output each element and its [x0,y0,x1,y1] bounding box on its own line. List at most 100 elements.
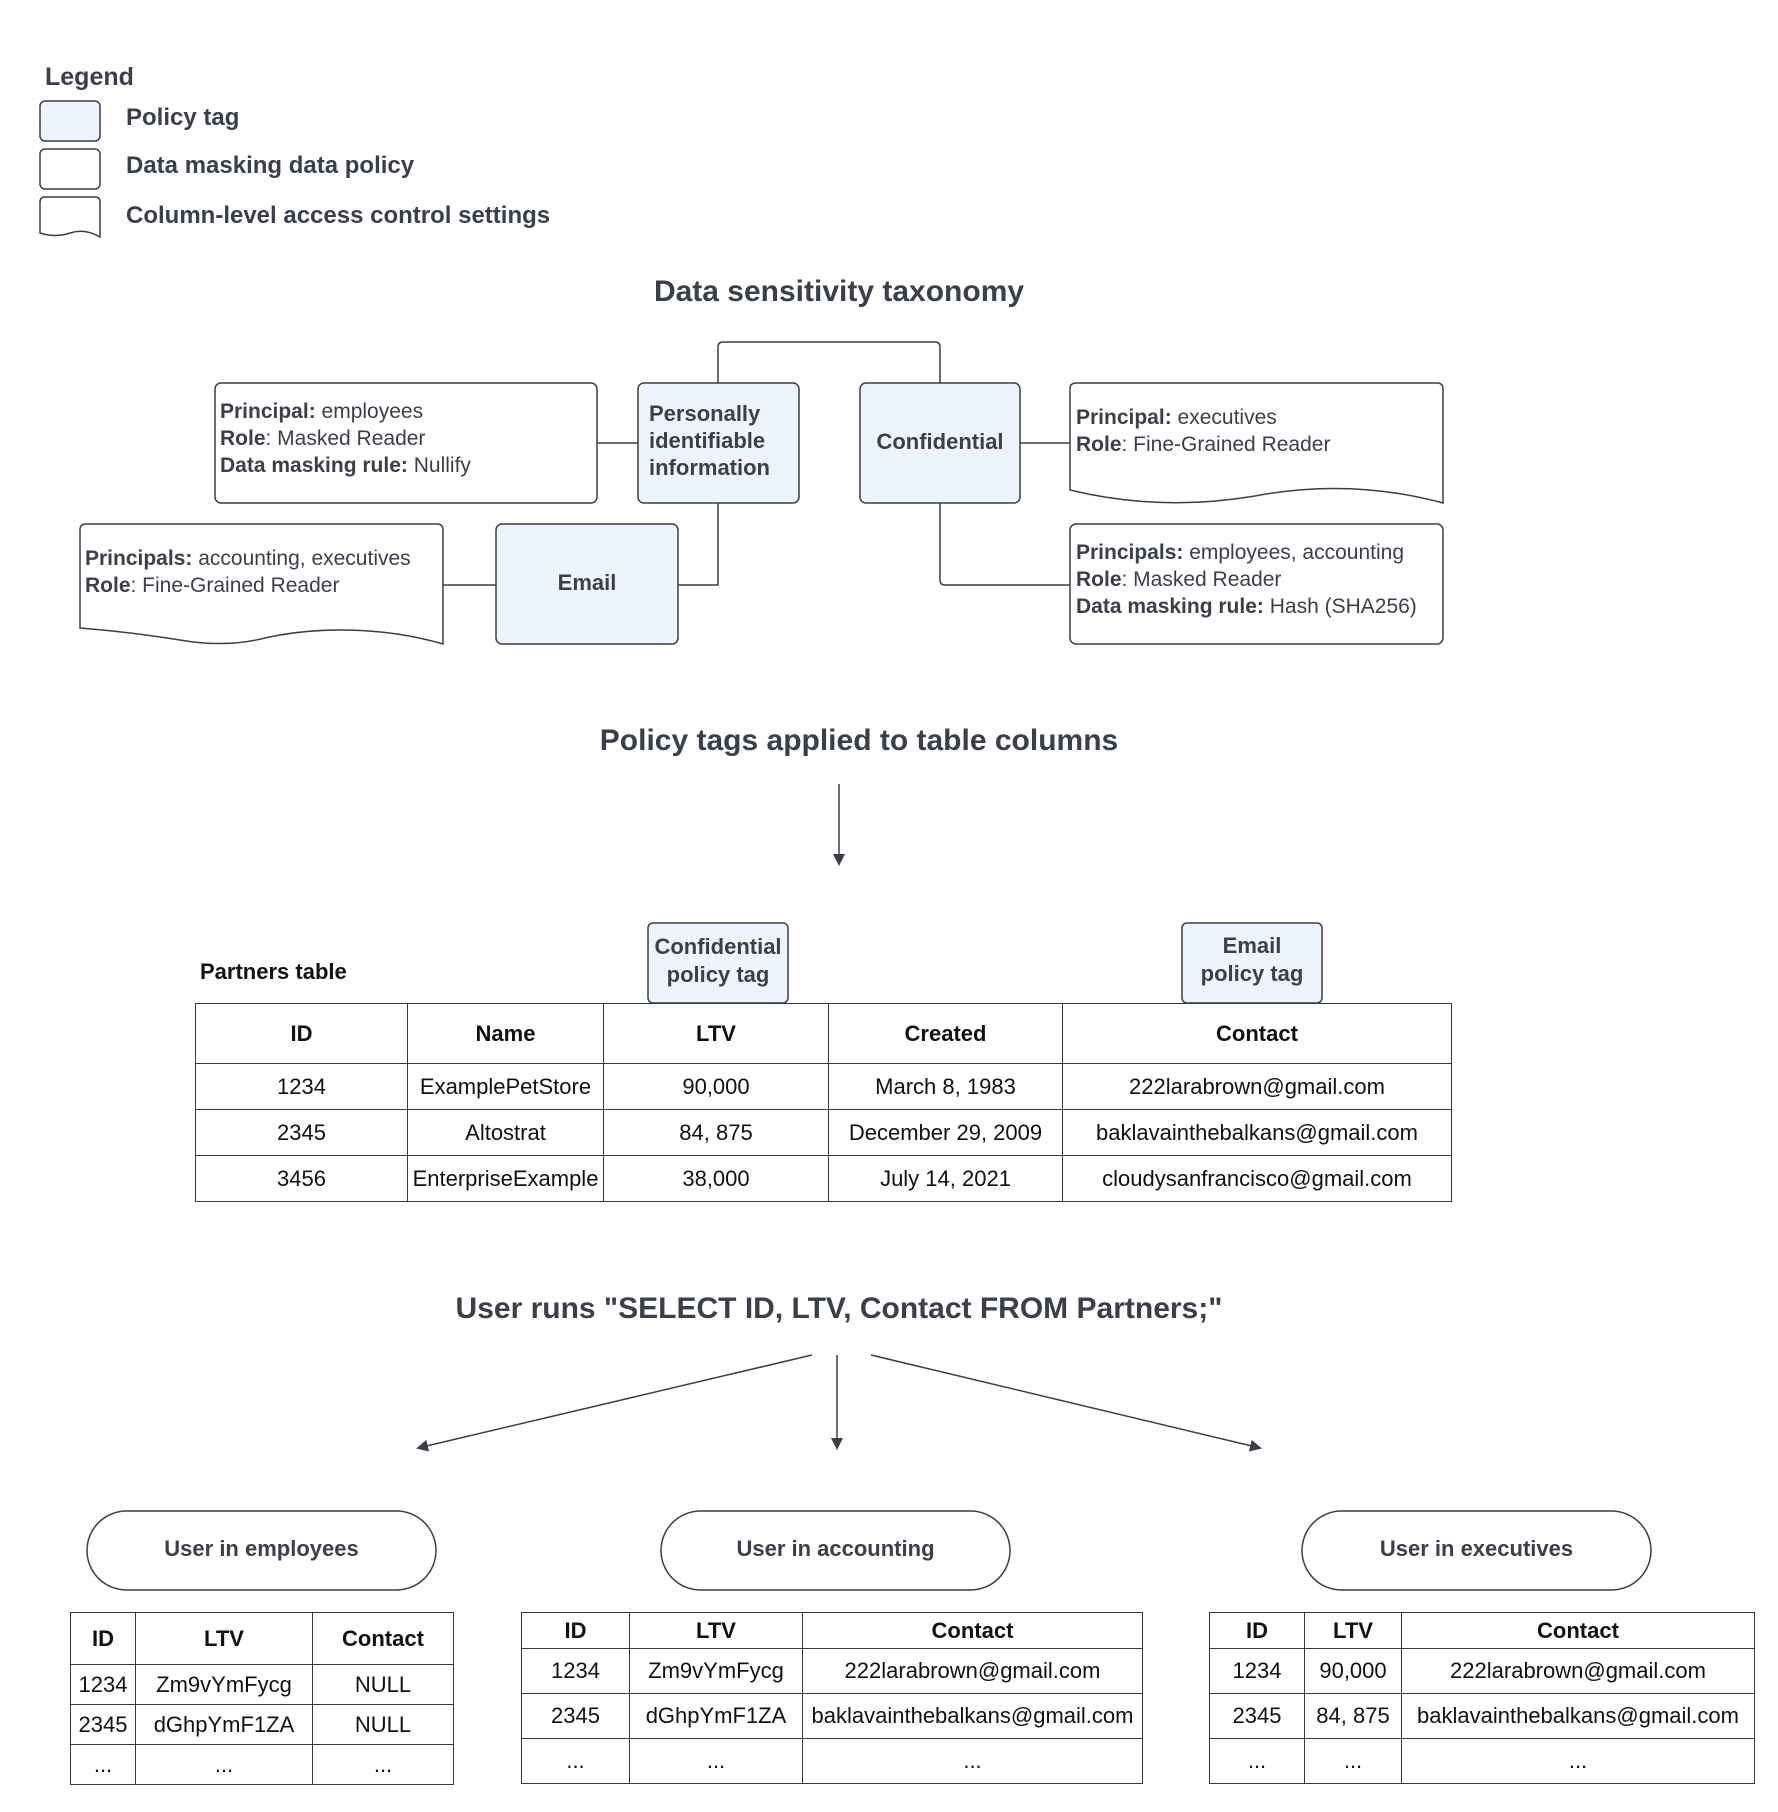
cell-contact: 222larabrown@gmail.com [1062,1063,1452,1110]
cell-contact: 222larabrown@gmail.com [802,1648,1143,1694]
accounting-user-shape [660,1510,1011,1591]
confidential-masking-policy-text: Principals: employees, accounting Role: … [1076,541,1417,618]
connector-confidential-policy [939,503,1070,586]
pii-policy-tag [637,382,800,504]
table-row: ... ... ... [1209,1738,1755,1784]
cell-contact: ... [312,1744,454,1785]
cell-id: 1234 [521,1648,630,1694]
table-row: 2345 Altostrat 84, 875 December 29, 2009… [195,1109,1452,1156]
partners-table-label: Partners table [200,959,347,984]
cell-id: 1234 [1209,1648,1305,1694]
header-contact: Contact [312,1612,454,1665]
executives-user-label: User in executives [1379,1536,1574,1561]
confidential-masking-policy [1069,523,1444,645]
connector-pii-confidential [717,341,941,383]
employees-user-label: User in employees [164,1536,359,1561]
cell-ltv: 90,000 [1304,1648,1402,1694]
table-row: 1234 Zm9vYmFycg 222larabrown@gmail.com [521,1648,1143,1694]
confidential-column-tag-label: Confidential policy tag [654,934,782,987]
cell-ltv: dGhpYmF1ZA [135,1704,313,1745]
partners-table: ID Name LTV Created Contact 1234 Example… [195,1003,1452,1202]
legend-data-masking-swatch [39,148,101,190]
cell-ltv: dGhpYmF1ZA [629,1693,803,1739]
cell-id: 2345 [521,1693,630,1739]
cell-id: 1234 [70,1664,136,1705]
confidential-access-settings [1069,382,1444,504]
cell-id: ... [1209,1738,1305,1784]
cell-ltv: ... [629,1738,803,1784]
cell-id: 2345 [70,1704,136,1745]
cell-id: 1234 [195,1063,408,1110]
result-header: ID LTV Contact [70,1612,454,1665]
legend-access-control-label: Column-level access control settings [126,202,551,229]
accounting-result-table: ID LTV Contact 1234 Zm9vYmFycg 222larabr… [521,1612,1143,1784]
pii-tag-label: Personally identifiable information [649,401,770,480]
connector-pii-email [678,503,719,586]
cell-ltv: 84, 875 [603,1109,829,1156]
cell-contact: ... [1401,1738,1755,1784]
legend-access-control-swatch [39,196,101,239]
arrow-to-employees [416,1354,813,1452]
taxonomy-title: Data sensitivity taxonomy [653,275,1025,308]
header-contact: Contact [1401,1612,1755,1649]
email-access-settings [79,523,444,645]
table-row: 2345 dGhpYmF1ZA NULL [70,1704,454,1745]
header-id: ID [1209,1612,1305,1649]
email-tag-label: Email [557,570,617,595]
header-ltv: LTV [629,1612,803,1649]
table-row: ... ... ... [70,1744,454,1785]
query-title: User runs "SELECT ID, LTV, Contact FROM … [455,1292,1223,1325]
legend-title: Legend [45,63,134,91]
cell-created: July 14, 2021 [828,1155,1063,1202]
legend-policy-tag-label: Policy tag [126,104,240,131]
pii-masking-policy-text: Principal: employees Role: Masked Reader… [220,400,471,477]
header-created: Created [828,1003,1063,1064]
partners-table-header: ID Name LTV Created Contact [195,1003,1452,1064]
email-access-text: Principals: accounting, executives Role:… [85,547,411,597]
cell-id: ... [70,1744,136,1785]
table-row: 1234 ExamplePetStore 90,000 March 8, 198… [195,1063,1452,1110]
cell-name: Altostrat [407,1109,604,1156]
header-contact: Contact [1062,1003,1452,1064]
header-id: ID [195,1003,408,1064]
header-ltv: LTV [1304,1612,1402,1649]
cell-created: December 29, 2009 [828,1109,1063,1156]
email-policy-tag [495,523,679,645]
cell-id: ... [521,1738,630,1784]
cell-ltv: 90,000 [603,1063,829,1110]
cell-ltv: 84, 875 [1304,1693,1402,1739]
result-header: ID LTV Contact [1209,1612,1755,1649]
cell-ltv: Zm9vYmFycg [629,1648,803,1694]
employees-user-shape [86,1510,437,1591]
arrow-to-executives [870,1354,1262,1452]
cell-contact: baklavainthebalkans@gmail.com [1062,1109,1452,1156]
cell-ltv: ... [135,1744,313,1785]
applied-title: Policy tags applied to table columns [599,724,1119,757]
confidential-access-text: Principal: executives Role: Fine-Grained… [1076,406,1331,456]
cell-name: EnterpriseExample [407,1155,604,1202]
employees-result-table: ID LTV Contact 1234 Zm9vYmFycg NULL 2345… [70,1612,454,1785]
table-row: 1234 Zm9vYmFycg NULL [70,1664,454,1705]
cell-created: March 8, 1983 [828,1063,1063,1110]
table-row: 3456 EnterpriseExample 38,000 July 14, 2… [195,1155,1452,1202]
executives-user-shape [1301,1510,1652,1591]
cell-contact: ... [802,1738,1143,1784]
result-header: ID LTV Contact [521,1612,1143,1649]
cell-contact: cloudysanfrancisco@gmail.com [1062,1155,1452,1202]
table-row: 1234 90,000 222larabrown@gmail.com [1209,1648,1755,1694]
cell-contact: baklavainthebalkans@gmail.com [1401,1693,1755,1739]
cell-ltv: ... [1304,1738,1402,1784]
cell-ltv: Zm9vYmFycg [135,1664,313,1705]
cell-id: 2345 [1209,1693,1305,1739]
confidential-tag-label: Confidential [876,429,1004,454]
legend-policy-tag-swatch [39,100,101,142]
cell-ltv: 38,000 [603,1155,829,1202]
cell-id: 2345 [195,1109,408,1156]
header-ltv: LTV [603,1003,829,1064]
table-row: 2345 dGhpYmF1ZA baklavainthebalkans@gmai… [521,1693,1143,1739]
table-row: ... ... ... [521,1738,1143,1784]
cell-contact: baklavainthebalkans@gmail.com [802,1693,1143,1739]
cell-contact: 222larabrown@gmail.com [1401,1648,1755,1694]
header-id: ID [70,1612,136,1665]
